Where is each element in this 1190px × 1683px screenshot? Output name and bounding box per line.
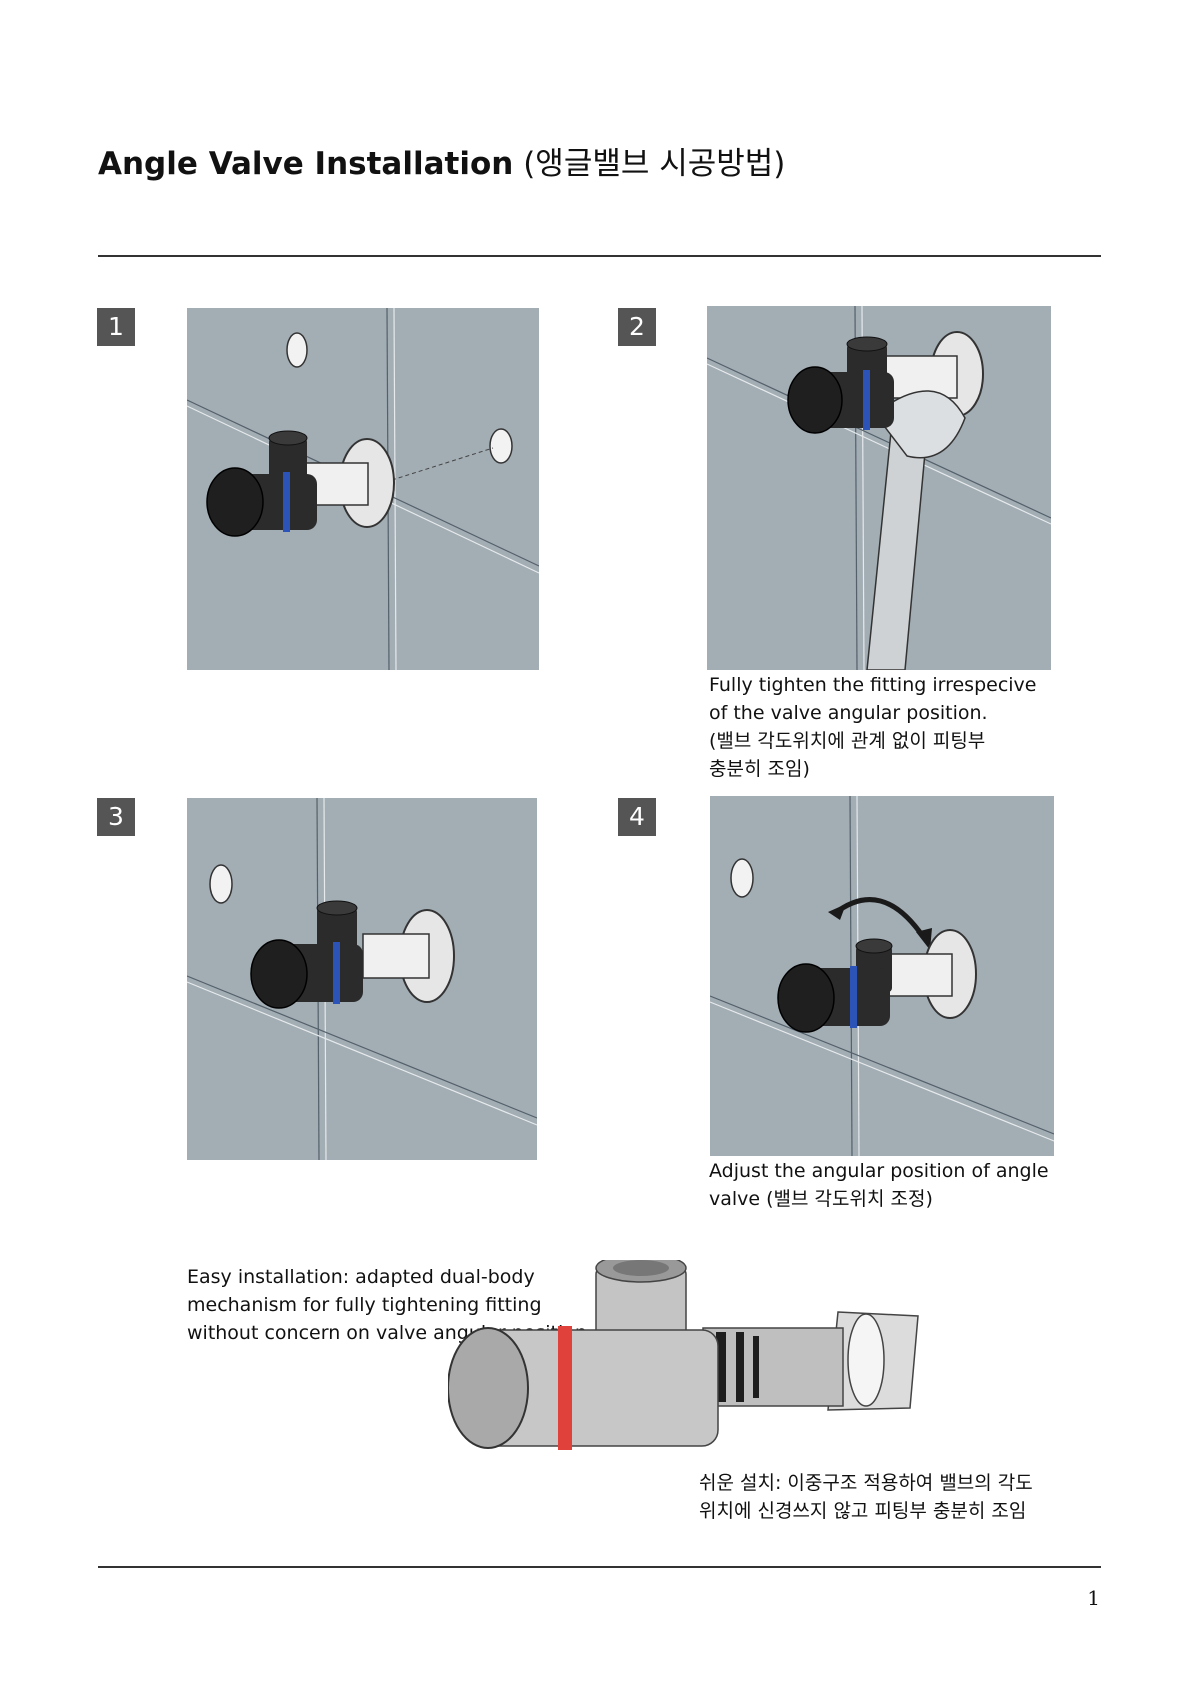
step-2-caption: Fully tighten the fitting irrespecive of… xyxy=(709,671,1036,783)
step-4-badge: 4 xyxy=(618,798,656,836)
cutaway-illustration xyxy=(447,1253,928,1510)
step-4-illustration xyxy=(710,796,1054,1156)
feature-line: mechanism for fully tightening fitting xyxy=(187,1294,542,1316)
step-4-caption: Adjust the angular position of angle val… xyxy=(709,1157,1049,1213)
caption-line: Adjust the angular position of angle xyxy=(709,1160,1049,1182)
feature-line: 위치에 신경쓰지 않고 피팅부 충분히 조임 xyxy=(699,1500,1027,1522)
feature-line: Easy installation: adapted dual-body xyxy=(187,1266,535,1288)
step-2-illustration xyxy=(707,306,1051,670)
bottom-divider xyxy=(98,1566,1101,1568)
step-3-illustration xyxy=(187,798,537,1160)
caption-line: Fully tighten the fitting irrespecive xyxy=(709,674,1037,696)
step-1-illustration xyxy=(187,308,539,670)
title-korean: (앵글밸브 시공방법) xyxy=(523,146,786,182)
page-number: 1 xyxy=(1087,1586,1100,1610)
caption-line: 충분히 조임) xyxy=(709,758,810,780)
step-2-badge: 2 xyxy=(618,308,656,346)
page-title: Angle Valve Installation (앵글밸브 시공방법) xyxy=(98,138,785,183)
caption-line: of the valve angular position. xyxy=(709,702,988,724)
top-divider xyxy=(98,255,1101,257)
step-3-badge: 3 xyxy=(97,798,135,836)
feature-line: 쉬운 설치: 이중구조 적용하여 밸브의 각도 xyxy=(699,1472,1033,1494)
step-1-badge: 1 xyxy=(97,308,135,346)
caption-line: (밸브 각도위치에 관계 없이 피팅부 xyxy=(709,730,986,752)
caption-line: valve (밸브 각도위치 조정) xyxy=(709,1188,933,1210)
feature-description-korean: 쉬운 설치: 이중구조 적용하여 밸브의 각도 위치에 신경쓰지 않고 피팅부 … xyxy=(699,1469,1033,1525)
title-english: Angle Valve Installation xyxy=(98,146,514,182)
